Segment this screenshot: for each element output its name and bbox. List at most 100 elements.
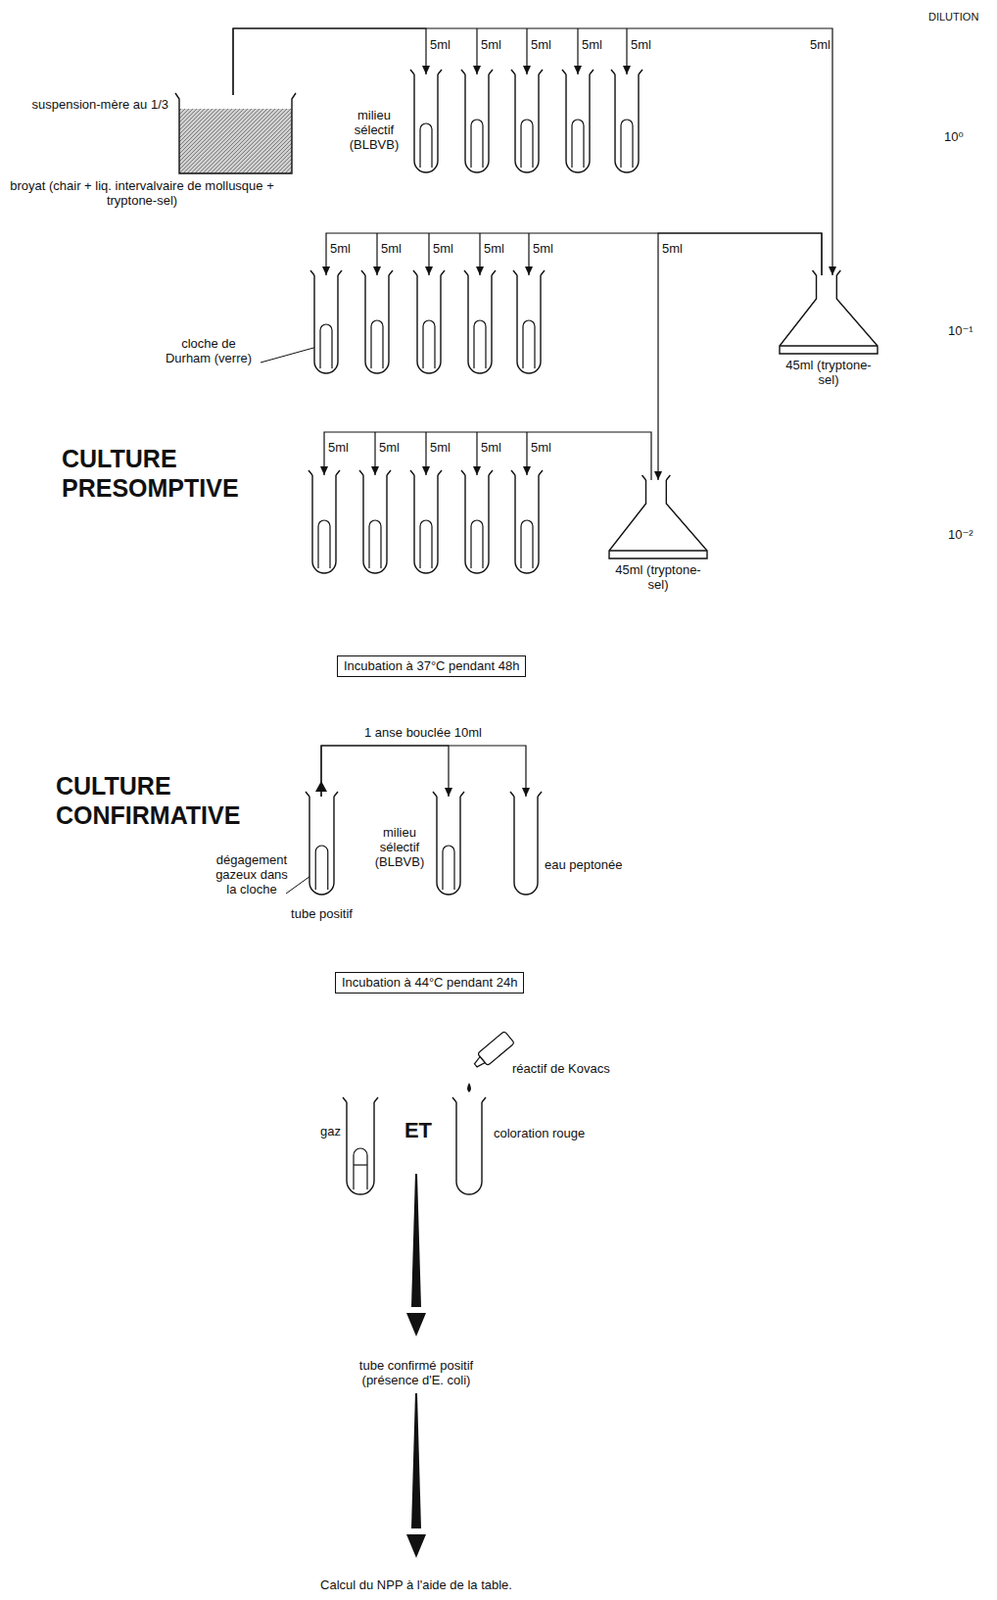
- beaker-liquid: [179, 108, 292, 174]
- tube-outline: [414, 74, 438, 173]
- transfer-arrow: [658, 233, 822, 480]
- tube-lip: [342, 1096, 379, 1102]
- durham-bell: [420, 123, 432, 168]
- node-text: cloche de Durham (verre): [159, 335, 258, 366]
- label: 5ml: [432, 240, 454, 256]
- beaker-shape: [175, 94, 296, 174]
- transfer-arrow: [233, 28, 427, 95]
- durham-bell: [320, 324, 333, 369]
- result-arrows: [406, 1312, 427, 1336]
- node-text: suspension-mère au 1/3: [28, 96, 169, 112]
- section-title: CULTURE PRESOMPTIVE: [61, 443, 273, 503]
- durham-bell: [315, 845, 329, 890]
- node-text: dégagement gazeux dans la cloche: [211, 852, 292, 897]
- dilution-arrows: [475, 28, 477, 75]
- incubation-box: Incubation à 44°C pendant 24h: [334, 971, 524, 994]
- flask-outline: [779, 275, 878, 354]
- flask-shape: [777, 275, 880, 354]
- flask-lip: [812, 270, 842, 276]
- dilution-arrows: [576, 28, 578, 75]
- label: 5ml: [630, 37, 652, 52]
- incubation-box: Incubation à 37°C pendant 48h: [336, 655, 526, 677]
- test-tube-shape: [436, 796, 461, 895]
- reagent-drop: [467, 1082, 472, 1092]
- label: 5ml: [483, 240, 505, 256]
- dilution-arrows: [525, 28, 527, 75]
- node-text: 45ml (tryptone-sel): [609, 562, 708, 592]
- label: réactif de Kovacs: [512, 1060, 611, 1076]
- label: 5ml: [532, 240, 554, 256]
- tube-lip: [310, 270, 342, 276]
- test-tube: cloche de Durham (verre): [314, 275, 338, 374]
- test-tube-shape: [456, 1101, 482, 1194]
- extra-tubes: [464, 270, 496, 374]
- flask: 45ml (tryptone-sel): [777, 275, 880, 354]
- kovacs-bottle: [471, 1030, 516, 1071]
- gas-level: [353, 1163, 368, 1165]
- node-text: 45ml (tryptone-sel): [779, 357, 878, 387]
- section-title: CULTURE CONFIRMATIVE: [55, 770, 277, 830]
- edge-label: 5ml: [662, 240, 702, 256]
- node-text: coloration rouge: [493, 1125, 631, 1140]
- label: 5ml: [480, 439, 502, 455]
- dilution-arrows: [475, 431, 477, 475]
- node-text: milieu sélectif (BLBVB): [341, 107, 407, 152]
- beaker: suspension-mère au 1/3broyat (chair + li…: [175, 94, 296, 174]
- extra-tubes: [611, 69, 643, 173]
- extra-tubes: [461, 470, 493, 573]
- tube-lip: [452, 1096, 486, 1102]
- label: 10⁻¹: [948, 323, 974, 338]
- label: tube confirmé positif (présence d'E. col…: [337, 1357, 495, 1387]
- test-tube-shape: [309, 796, 334, 895]
- node-text: gaz: [313, 1123, 341, 1139]
- label: 5ml: [328, 439, 349, 455]
- extra-tubes: [461, 69, 493, 173]
- extra-tubes: [308, 470, 340, 573]
- section-title: ET: [396, 1117, 440, 1143]
- test-tube-shape: [414, 74, 438, 173]
- flask-base: [779, 344, 878, 346]
- dilution-arrows: [527, 233, 529, 276]
- extra-tubes: [359, 470, 391, 573]
- tube-outline: [456, 1101, 482, 1194]
- dilution-arrows: [427, 233, 429, 276]
- test-tube: dégagement gazeux dans la clochetube pos…: [309, 796, 334, 895]
- dilution-arrows: [376, 233, 378, 276]
- tube-lip: [432, 791, 465, 797]
- extra-tubes: [562, 69, 594, 173]
- node-text: milieu sélectif (BLBVB): [368, 824, 431, 869]
- extra-tubes: [361, 270, 393, 374]
- test-tube: eau peptonée: [514, 796, 538, 895]
- result-arrows: [411, 1173, 422, 1307]
- node-text: Incubation à 37°C pendant 48h: [343, 658, 520, 674]
- extra-tubes: [413, 270, 445, 374]
- tube-lip: [510, 791, 542, 797]
- node-text: Incubation à 44°C pendant 24h: [341, 974, 518, 991]
- extra-tubes: [511, 470, 543, 573]
- dilution-arrows: [425, 431, 427, 475]
- extra-tubes: [513, 270, 545, 374]
- extra-tubes: [308, 69, 643, 573]
- dilution-arrows: [625, 28, 627, 75]
- kovacs-bottle: [473, 1056, 485, 1069]
- label: 5ml: [429, 439, 451, 455]
- tube-lip: [410, 69, 442, 75]
- extra-tubes: [410, 470, 442, 573]
- node-text: eau peptonée: [544, 856, 653, 872]
- node-text: broyat (chair + liq. intervalvaire de mo…: [8, 178, 276, 208]
- transfer-arrow: [321, 745, 526, 797]
- extra-tubes: [511, 69, 543, 173]
- label: DILUTION: [928, 9, 979, 25]
- dilution-arrows: [525, 431, 527, 475]
- flask-outline: [609, 479, 708, 559]
- dilution-arrows: [324, 431, 652, 480]
- dilution-arrows: [374, 431, 376, 475]
- reagent-drop: [467, 1082, 472, 1092]
- edge-label: 5ml: [330, 240, 370, 256]
- beaker-outline: [175, 93, 296, 174]
- label: 5ml: [581, 37, 603, 52]
- dilution-arrows: [478, 233, 480, 276]
- durham-bell: [442, 845, 455, 890]
- tube-outline: [309, 796, 334, 895]
- label: 5ml: [530, 439, 552, 455]
